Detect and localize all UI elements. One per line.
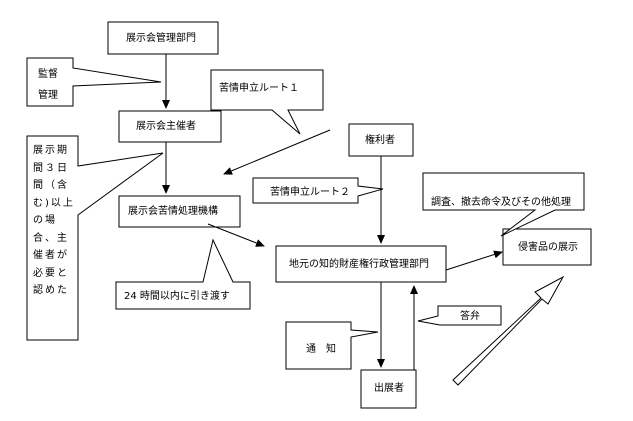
supervision-label-line1: 監督 bbox=[38, 68, 58, 81]
complaint-route-2-label: 苦情申立ルート２ bbox=[270, 186, 350, 199]
arrow-rights-holder-to-complaint-org bbox=[224, 130, 330, 174]
exhibitor-label: 出展者 bbox=[374, 382, 404, 395]
supervision-label-line2: 管理 bbox=[38, 89, 58, 102]
reply-label: 答弁 bbox=[460, 310, 480, 323]
block-arrow-exhibitor-to-display bbox=[453, 277, 563, 385]
rights-holder-label: 権利者 bbox=[365, 134, 395, 147]
complaint-org-label: 展示会苦情処理機構 bbox=[128, 205, 218, 218]
handover-24h-label: 24 時間以内に引き渡す bbox=[124, 290, 230, 303]
arrow-local-dept-to-display bbox=[446, 252, 502, 270]
complaint-route-1-label: 苦情申立ルート１ bbox=[219, 82, 299, 95]
local-ip-dept-label: 地元の知的財産権行政管理部門 bbox=[289, 258, 429, 271]
organizer-label: 展示会主催者 bbox=[136, 120, 196, 133]
investigation-label: 調査、撤去命令及びその他処理 bbox=[431, 196, 571, 209]
notice-label: 通 知 bbox=[306, 343, 336, 356]
mgmt-dept-label: 展示会管理部門 bbox=[126, 32, 196, 45]
exhibition-period-label: 展示期間３日間（含む)以上の場合、主催者が必要と認めた bbox=[33, 142, 77, 300]
infringing-display-label: 侵害品の展示 bbox=[518, 241, 578, 254]
complaint-route-1-callout bbox=[211, 70, 323, 134]
